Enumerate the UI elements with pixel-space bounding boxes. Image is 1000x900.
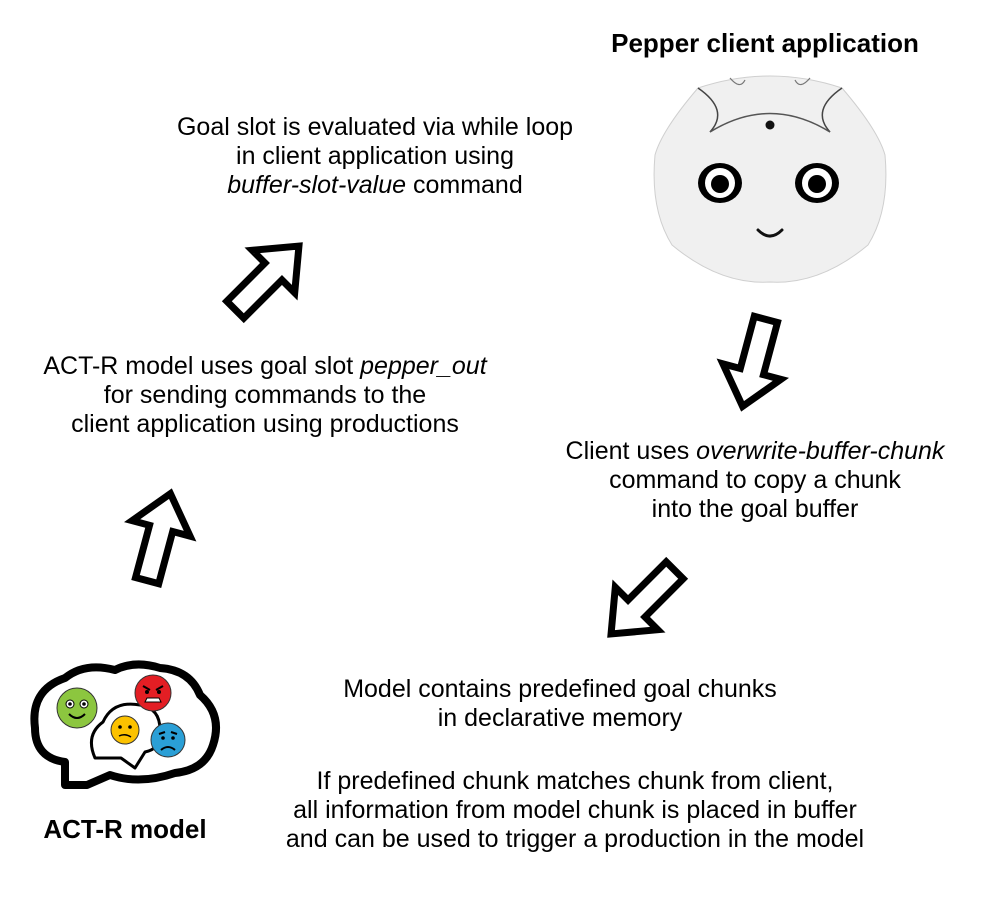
model-contains-line-2: in declarative memory [437,704,683,732]
pepper-robot-head-icon [653,75,887,283]
client-copy-line-2: command to copy a chunk [609,466,901,494]
match-info-line-1: If predefined chunk matches chunk from c… [316,767,834,795]
actr-brain-emotions-icon [30,660,220,789]
client-overwrite-text: Client uses overwrite-buffer-chunk comma… [500,437,1000,524]
goal-eval-line-3: buffer-slot-value command [120,171,630,200]
actr-goal-slot-text: ACT-R model uses goal slot pepper_out fo… [10,352,520,439]
pepper-out-term: pepper_out [360,352,487,380]
chunk-match-text: If predefined chunk matches chunk from c… [225,767,925,854]
overwrite-buffer-chunk-term: overwrite-buffer-chunk [696,437,945,465]
client-copy-line-1: Client uses overwrite-buffer-chunk [500,437,1000,466]
actr-goal-line-1-prefix: ACT-R model uses goal slot [43,352,361,380]
match-info-line-2: all information from model chunk is plac… [293,796,857,824]
arrow-down-icon [716,312,789,412]
actr-goal-line-2: for sending commands to the [103,381,427,409]
actr-goal-line-1: ACT-R model uses goal slot pepper_out [10,352,520,381]
match-info-line-3: and can be used to trigger a production … [285,825,865,853]
goal-eval-line-1: Goal slot is evaluated via while loop [176,113,574,141]
arrow-down-left-icon [607,556,689,638]
buffer-slot-value-term: buffer-slot-value [227,171,407,199]
actr-goal-line-3: client application using productions [71,410,459,438]
client-copy-line-1-prefix: Client uses [565,437,697,465]
model-contains-line-1: Model contains predefined goal chunks [343,675,777,703]
arrow-up-right-icon [221,242,303,324]
arrow-up-icon [124,488,197,588]
goal-eval-line-2: in client application using [236,142,514,170]
goal-eval-line-3-rest: command [406,171,523,199]
actr-model-title: ACT-R model [43,814,207,844]
client-copy-line-3: into the goal buffer [651,495,859,523]
goal-slot-evaluation-text: Goal slot is evaluated via while loop in… [120,113,630,200]
model-contains-text: Model contains predefined goal chunks in… [300,675,820,733]
pepper-client-title: Pepper client application [611,28,919,58]
